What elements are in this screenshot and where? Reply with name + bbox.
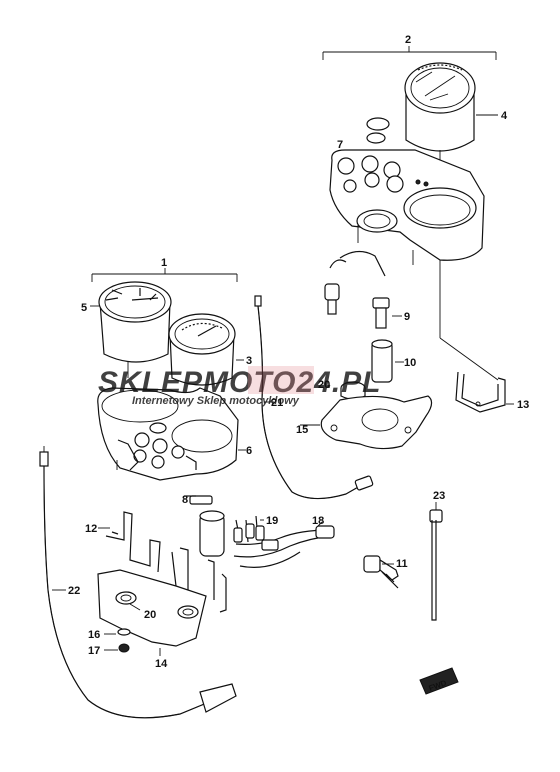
lower-bulb-sockets [184,495,225,557]
cable-tie [429,502,443,621]
lower-meter-housing [97,387,246,481]
bulb-sockets-upper [324,250,402,329]
callout-12: 12 [85,523,97,535]
callout-8: 8 [182,494,188,506]
speedometer-cable [39,446,237,719]
callout-2: 2 [405,34,411,46]
tachometer-upper [404,62,498,162]
callout-7: 7 [337,139,343,151]
callout-18: 18 [312,515,324,527]
callout-14: 14 [155,658,168,670]
callout-10: 10 [404,357,416,369]
grommet-upper [340,381,366,400]
callout-20-upper: 20 [318,379,330,391]
callout-3: 3 [246,355,252,367]
callout-17: 17 [88,645,100,657]
speedometer-lower [90,281,172,378]
callout-15: 15 [296,424,308,436]
wiring-harness [233,515,335,568]
fwd-tag: FWD [419,667,459,695]
callout-labels: 2 4 7 1 5 9 3 10 20 21 13 15 6 8 23 19 1… [68,34,529,670]
bracket-13 [439,260,514,413]
watermark-tagline: Internetowy Sklep motocyklowy [132,395,300,407]
bracket-14 [97,547,227,656]
upper-meter-housing [329,117,485,265]
callout-5: 5 [81,302,87,314]
callout-16: 16 [88,629,100,641]
callout-1: 1 [161,257,167,269]
indicator-bulb [371,339,404,383]
group-bracket-1 [91,268,238,282]
meter-bracket-plate [300,395,433,450]
callout-19: 19 [266,515,278,527]
callout-11: 11 [396,558,408,570]
callout-22: 22 [68,585,80,597]
watermark: SKLEPMOTO24.PL Internetowy Sklep motocyk… [98,366,382,407]
tachometer-cable [254,295,374,500]
callout-20-lower: 20 [144,609,156,621]
callout-21: 21 [271,397,283,409]
callout-13: 13 [517,399,529,411]
watermark-brand: SKLEPMOTO24.PL [98,366,382,399]
tachometer-lower [168,313,244,386]
ignition-key [363,555,399,589]
callout-9: 9 [404,311,410,323]
callout-4: 4 [501,110,508,122]
callout-6: 6 [246,445,252,457]
callout-23: 23 [433,490,445,502]
group-bracket-2 [322,46,497,60]
bracket-12 [98,511,161,573]
